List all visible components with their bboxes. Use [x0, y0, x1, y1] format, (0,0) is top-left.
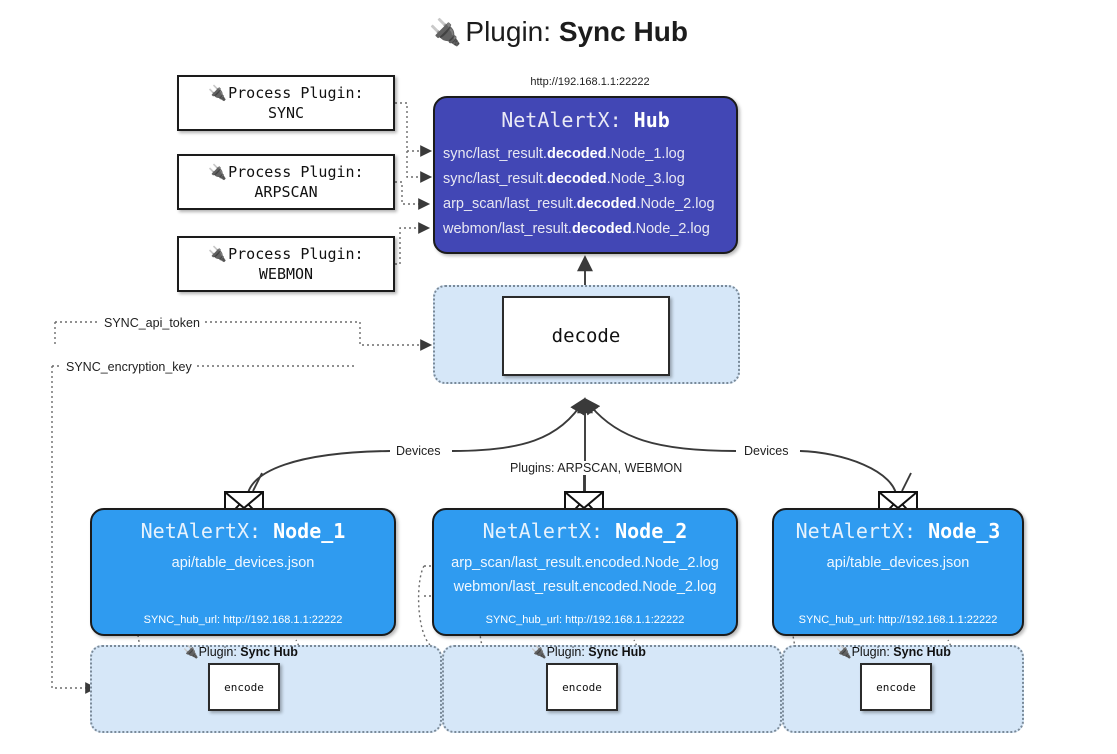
encode-zone-label: 🔌Plugin: Sync Hub [183, 645, 298, 660]
node-line: api/table_devices.json [826, 555, 970, 571]
hub-logline: webmon/last_result.decoded.Node_2.log [435, 217, 736, 242]
process-plugin-sync[interactable]: 🔌Process Plugin: SYNC [177, 75, 395, 131]
logline-pre: sync/last_result. [443, 146, 547, 162]
node-title: NetAlertX: Node_3 [774, 519, 1022, 543]
node-lines: api/table_devices.json [92, 551, 394, 575]
logline-em: decoded [546, 146, 607, 162]
process-plugin-webmon[interactable]: 🔌Process Plugin: WEBMON [177, 236, 395, 292]
envelope-icon [878, 491, 918, 521]
hub-logline: sync/last_result.decoded.Node_1.log [435, 142, 736, 167]
node-line: arp_scan/last_result.encoded.Node_2.log [451, 555, 719, 571]
node-lines: arp_scan/last_result.encoded.Node_2.log … [434, 551, 736, 599]
logline-em: decoded [571, 221, 632, 237]
proc-line1-text: Process Plugin: [228, 245, 364, 263]
hub-box[interactable]: NetAlertX: Hub sync/last_result.decoded.… [433, 96, 738, 254]
plug-icon: 🔌 [183, 645, 199, 659]
logline-em: decoded [576, 196, 637, 212]
plug-icon: 🔌 [208, 163, 228, 181]
label-plugins-mid: Plugins: ARPSCAN, WEBMON [506, 461, 687, 475]
node-box-node-1[interactable]: NetAlertX: Node_1 api/table_devices.json… [90, 508, 396, 636]
encode-label-name: Sync Hub [893, 645, 951, 659]
proc-line2: ARPSCAN [254, 183, 318, 201]
page-title: 🔌Plugin: Sync Hub [0, 16, 1117, 48]
hub-title-prefix: NetAlertX: [501, 108, 634, 132]
encode-box-node-1[interactable]: encode [208, 663, 280, 711]
hub-logline: arp_scan/last_result.decoded.Node_2.log [435, 192, 736, 217]
proc-line1: 🔌Process Plugin: [208, 244, 363, 264]
node-title-name: Node_1 [273, 519, 346, 543]
encode-label-prefix: Plugin: [198, 645, 241, 659]
encode-label-name: Sync Hub [240, 645, 298, 659]
hub-title: NetAlertX: Hub [435, 108, 736, 132]
encode-box-node-2[interactable]: encode [546, 663, 618, 711]
plug-icon: 🔌 [208, 84, 228, 102]
hub-url-label: http://192.168.1.1:22222 [530, 76, 650, 88]
hub-logline: sync/last_result.decoded.Node_3.log [435, 167, 736, 192]
hub-loglines: sync/last_result.decoded.Node_1.log sync… [435, 142, 736, 242]
label-sync-encryption-key: SYNC_encryption_key [62, 360, 196, 374]
proc-line2: SYNC [267, 104, 305, 122]
label-devices-right: Devices [740, 444, 793, 458]
proc-line1-text: Process Plugin: [228, 84, 364, 102]
node-box-node-2[interactable]: NetAlertX: Node_2 arp_scan/last_result.e… [432, 508, 738, 636]
node-title: NetAlertX: Node_2 [434, 519, 736, 543]
logline-post: .Node_3.log [606, 171, 685, 187]
logline-post: .Node_2.log [631, 221, 710, 237]
plug-icon: 🔌 [208, 245, 228, 263]
encode-label-prefix: Plugin: [851, 645, 894, 659]
process-plugin-arpscan[interactable]: 🔌Process Plugin: ARPSCAN [177, 154, 395, 210]
encode-label-name: Sync Hub [588, 645, 646, 659]
label-sync-api-token: SYNC_api_token [100, 316, 204, 330]
node-title-prefix: NetAlertX: [482, 519, 616, 543]
page-title-prefix: Plugin: [465, 16, 559, 47]
page-title-name: Sync Hub [558, 16, 688, 47]
proc-line2: WEBMON [258, 265, 314, 283]
encode-box-node-3[interactable]: encode [860, 663, 932, 711]
node-hub-url-label: SYNC_hub_url: http://192.168.1.1:22222 [485, 614, 685, 626]
encode-zone-label: 🔌Plugin: Sync Hub [836, 645, 951, 660]
decode-box[interactable]: decode [502, 296, 670, 376]
node-title-prefix: NetAlertX: [140, 519, 274, 543]
node-hub-url-label: SYNC_hub_url: http://192.168.1.1:22222 [798, 614, 998, 626]
node-box-node-3[interactable]: NetAlertX: Node_3 api/table_devices.json… [772, 508, 1024, 636]
logline-em: decoded [546, 171, 607, 187]
node-title-name: Node_3 [928, 519, 1001, 543]
hub-title-name: Hub [633, 108, 670, 132]
logline-pre: arp_scan/last_result. [443, 196, 577, 212]
node-line: webmon/last_result.encoded.Node_2.log [453, 579, 717, 595]
label-devices-left: Devices [392, 444, 445, 458]
node-hub-url-label: SYNC_hub_url: http://192.168.1.1:22222 [143, 614, 343, 626]
node-title: NetAlertX: Node_1 [92, 519, 394, 543]
encode-label-prefix: Plugin: [546, 645, 589, 659]
proc-line1-text: Process Plugin: [228, 163, 364, 181]
logline-pre: sync/last_result. [443, 171, 547, 187]
plug-icon: 🔌 [836, 645, 852, 659]
proc-line1: 🔌Process Plugin: [208, 162, 363, 182]
logline-pre: webmon/last_result. [443, 221, 572, 237]
proc-line1: 🔌Process Plugin: [208, 83, 363, 103]
node-title-name: Node_2 [615, 519, 688, 543]
logline-post: .Node_1.log [606, 146, 685, 162]
plug-icon: 🔌 [429, 17, 462, 47]
node-line: api/table_devices.json [171, 555, 315, 571]
encode-zone-label: 🔌Plugin: Sync Hub [531, 645, 646, 660]
plug-icon: 🔌 [531, 645, 547, 659]
node-title-prefix: NetAlertX: [795, 519, 929, 543]
node-lines: api/table_devices.json [774, 551, 1022, 575]
logline-post: .Node_2.log [636, 196, 715, 212]
